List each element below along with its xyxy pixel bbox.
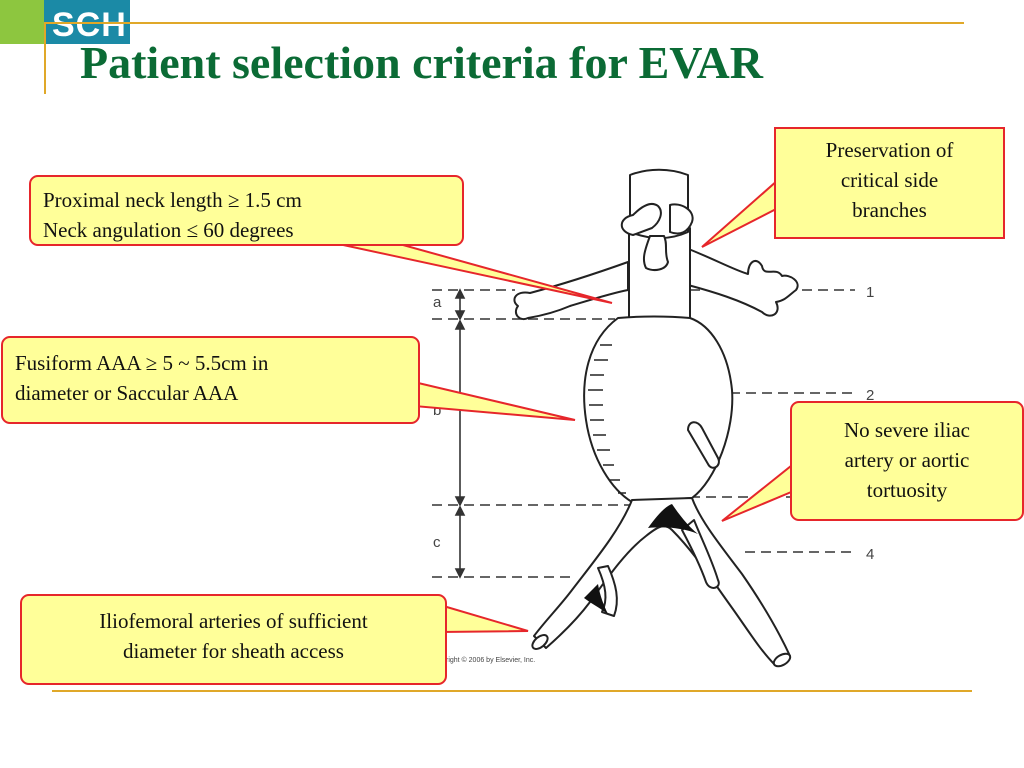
left-vertical-rule bbox=[44, 22, 46, 94]
callout-fusiform-aaa-line2: diameter or Saccular AAA bbox=[15, 381, 239, 405]
right-renal-artery bbox=[685, 247, 799, 317]
page-title: Patient selection criteria for EVAR bbox=[80, 37, 763, 88]
right-leg-cap bbox=[772, 652, 792, 668]
logo-text: SCH bbox=[52, 6, 127, 44]
shading bbox=[584, 504, 698, 614]
sma-branch-right bbox=[669, 203, 694, 235]
callout-side-branches: Preservation of critical side branches bbox=[774, 127, 1005, 239]
top-rule bbox=[44, 22, 964, 24]
callout-iliofemoral: Iliofemoral arteries of sufficient diame… bbox=[20, 594, 447, 685]
left-internal-iliac bbox=[597, 565, 618, 617]
pointer-side-branches bbox=[701, 177, 779, 248]
measure-label-c: c bbox=[433, 534, 441, 551]
measure-label-a: a bbox=[433, 294, 442, 311]
measure-label-b: b bbox=[433, 402, 441, 419]
wall-hatching bbox=[588, 344, 626, 494]
level-label-2: 2 bbox=[866, 387, 874, 404]
callout-proximal-neck: Proximal neck length ≥ 1.5 cm Neck angul… bbox=[29, 175, 464, 246]
dimension-arrows bbox=[454, 288, 466, 579]
pointer-tortuosity bbox=[721, 459, 797, 522]
level-label-4: 4 bbox=[866, 546, 874, 563]
callout-iliofemoral-line2: diameter for sheath access bbox=[123, 639, 344, 663]
callout-side-branches-line3: branches bbox=[852, 198, 927, 222]
callout-proximal-neck-line1: Proximal neck length ≥ 1.5 cm bbox=[43, 188, 302, 212]
internal-iliac-branch bbox=[681, 519, 720, 589]
level-label-1: 1 bbox=[866, 284, 874, 301]
side-vessel bbox=[687, 421, 720, 469]
callout-fusiform-aaa-line1: Fusiform AAA ≥ 5 ~ 5.5cm in bbox=[15, 351, 269, 375]
callout-tortuosity-line2: artery or aortic bbox=[844, 448, 970, 472]
left-iliac-shadow bbox=[584, 584, 608, 614]
callout-fusiform-aaa: Fusiform AAA ≥ 5 ~ 5.5cm in diameter or … bbox=[1, 336, 420, 424]
callout-tortuosity: No severe iliac artery or aortic tortuos… bbox=[790, 401, 1024, 521]
callout-iliofemoral-line1: Iliofemoral arteries of sufficient bbox=[99, 609, 368, 633]
celiac-branch bbox=[620, 202, 662, 236]
bottom-rule bbox=[52, 690, 972, 692]
left-renal-artery bbox=[513, 261, 629, 320]
logo-green-block bbox=[0, 0, 44, 44]
copyright-text: right © 2006 by Elsevier, Inc. bbox=[446, 656, 535, 664]
bifurcation-shadow bbox=[648, 504, 698, 534]
aorta-drawing bbox=[513, 168, 799, 666]
callout-side-branches-line2: critical side bbox=[840, 168, 939, 192]
callout-tortuosity-line1: No severe iliac bbox=[844, 418, 970, 442]
pointer-iliofemoral bbox=[439, 603, 529, 634]
leg-caps bbox=[531, 634, 792, 668]
callout-proximal-neck-line2: Neck angulation ≤ 60 degrees bbox=[43, 218, 294, 242]
callout-side-branches-line1: Preservation of bbox=[825, 138, 954, 162]
pointer-neck bbox=[319, 239, 613, 304]
callout-tortuosity-line3: tortuosity bbox=[866, 478, 948, 502]
sma-branch-down bbox=[642, 235, 669, 271]
left-leg-cap bbox=[531, 634, 549, 650]
